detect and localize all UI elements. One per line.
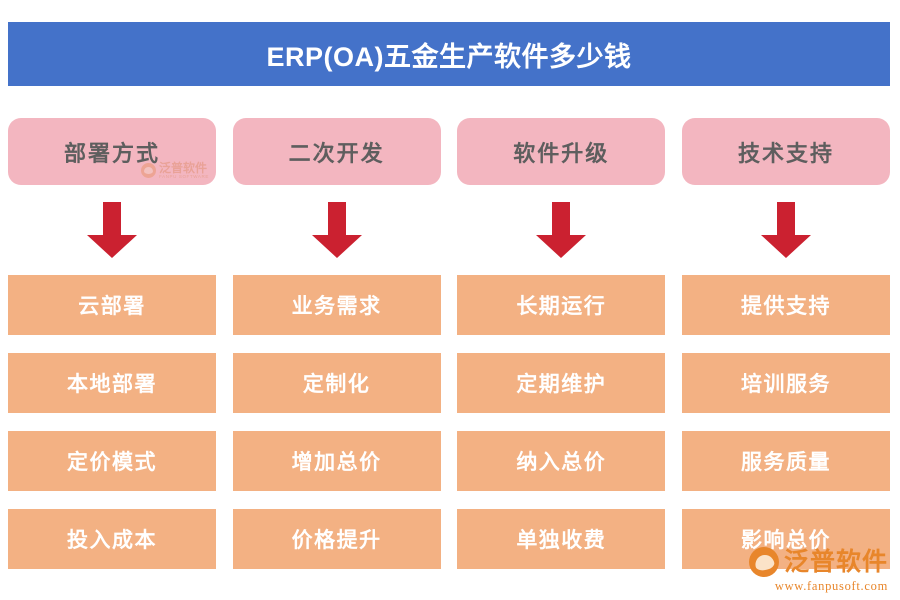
column-technical-support: 技术支持 提供支持 培训服务 服务质量 影响总价: [681, 118, 890, 578]
list-item[interactable]: 投入成本: [8, 509, 216, 569]
list-item[interactable]: 长期运行: [457, 275, 666, 335]
arrow-container-1: [8, 185, 216, 275]
list-item[interactable]: 定价模式: [8, 431, 216, 491]
list-item[interactable]: 定期维护: [457, 353, 666, 413]
list-item[interactable]: 价格提升: [232, 509, 441, 569]
list-item-label: 定价模式: [67, 451, 157, 474]
list-item[interactable]: 影响总价: [681, 509, 890, 569]
list-item[interactable]: 本地部署: [8, 353, 216, 413]
list-item-label: 定期维护: [516, 373, 607, 396]
column-heading-2[interactable]: 二次开发: [232, 118, 441, 185]
column-deployment: 部署方式 泛普软件 FANPU SOFTWARE 云部署 本地部署: [8, 118, 216, 578]
brand-url: www.fanpusoft.com: [774, 579, 888, 593]
arrow-container-4: [682, 185, 890, 275]
list-item[interactable]: 培训服务: [681, 353, 890, 413]
list-item[interactable]: 单独收费: [457, 509, 666, 569]
list-item-label: 影响总价: [740, 529, 831, 552]
list-item-label: 定制化: [302, 373, 371, 396]
arrow-down-icon: [87, 202, 137, 258]
list-item[interactable]: 定制化: [232, 353, 441, 413]
list-item-label: 价格提升: [291, 529, 382, 552]
list-item-label: 本地部署: [67, 373, 157, 396]
arrow-down-icon: [311, 202, 362, 258]
column-heading-3[interactable]: 软件升级: [457, 118, 666, 185]
column-heading-1[interactable]: 部署方式 泛普软件 FANPU SOFTWARE: [8, 118, 216, 185]
arrow-container-2: [233, 185, 441, 275]
list-item-label: 服务质量: [740, 451, 831, 474]
column-heading-label-1: 部署方式: [63, 140, 160, 166]
list-item-label: 培训服务: [740, 373, 831, 396]
column-heading-label-3: 软件升级: [513, 140, 610, 166]
list-item-label: 纳入总价: [516, 451, 607, 474]
arrow-container-3: [457, 185, 665, 275]
list-item[interactable]: 云部署: [8, 275, 216, 335]
list-item-label: 单独收费: [516, 529, 607, 552]
column-heading-label-4: 技术支持: [737, 140, 834, 166]
list-item-label: 云部署: [78, 295, 146, 318]
column-secondary-development: 二次开发 业务需求 定制化 增加总价 价格提升: [232, 118, 441, 578]
list-item[interactable]: 纳入总价: [457, 431, 666, 491]
list-item-label: 增加总价: [291, 451, 382, 474]
page-title: ERP(OA)五金生产软件多少钱: [266, 41, 632, 72]
list-item[interactable]: 服务质量: [681, 431, 890, 491]
list-item-label: 业务需求: [291, 295, 382, 318]
fanpu-watermark-cn: 泛普软件: [159, 160, 208, 175]
list-item[interactable]: 提供支持: [681, 275, 890, 335]
list-item[interactable]: 业务需求: [232, 275, 441, 335]
arrow-down-icon: [536, 202, 587, 258]
column-heading-label-2: 二次开发: [288, 140, 385, 166]
list-item-label: 长期运行: [516, 295, 607, 318]
column-heading-4[interactable]: 技术支持: [681, 118, 890, 185]
arrow-down-icon: [760, 202, 811, 258]
list-item-label: 投入成本: [67, 529, 157, 552]
column-software-upgrade: 软件升级 长期运行 定期维护 纳入总价 单独收费: [457, 118, 666, 578]
fanpu-watermark-text: 泛普软件 FANPU SOFTWARE: [159, 162, 209, 180]
list-item[interactable]: 增加总价: [232, 431, 441, 491]
columns-grid: 部署方式 泛普软件 FANPU SOFTWARE 云部署 本地部署: [8, 118, 890, 578]
list-item-label: 提供支持: [740, 295, 831, 318]
header-banner: ERP(OA)五金生产软件多少钱: [8, 22, 890, 86]
fanpu-watermark-en: FANPU SOFTWARE: [159, 173, 209, 179]
